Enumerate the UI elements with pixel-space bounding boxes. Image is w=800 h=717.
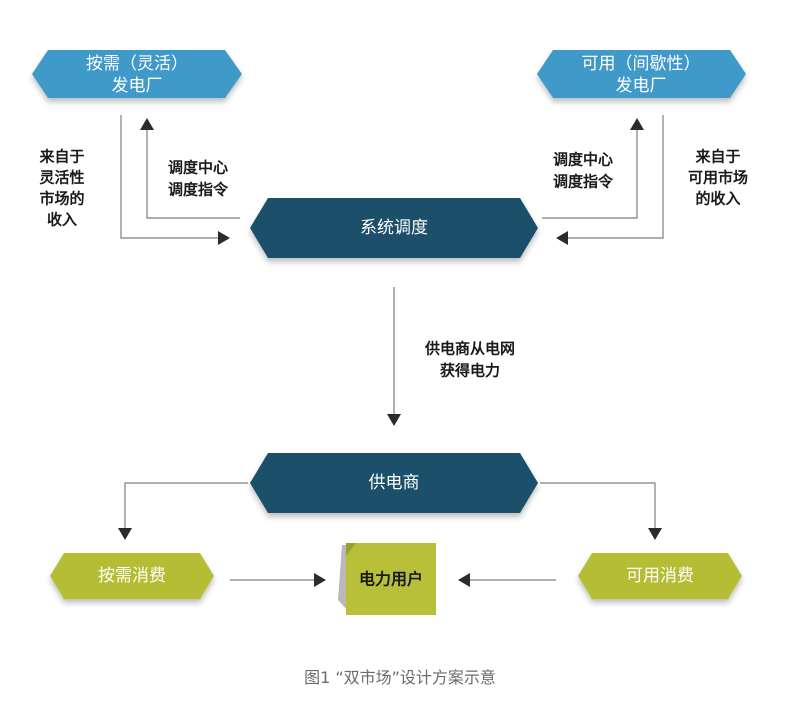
flex-income-line: 收入 [47, 211, 77, 229]
dispatch-command-left-line: 调度中心 [168, 159, 228, 177]
dispatch-command-right-line: 调度中心 [553, 151, 613, 169]
available-consumption-label: 可用消费 [626, 566, 694, 586]
flexible-plant-line2: 发电厂 [112, 76, 163, 96]
flex-dispatch-connector [140, 118, 240, 219]
available-plant-line1: 可用（间歇性） [582, 54, 701, 74]
flex-income-label: 来自于 灵活性 市场的 收入 [38, 148, 84, 229]
electricity-user-node: 电力用户 [338, 543, 436, 615]
system-dispatch-node: 系统调度 [250, 198, 538, 258]
dispatch-to-supplier-connector [387, 287, 401, 426]
dispatch-command-right-line: 调度指令 [553, 173, 614, 191]
flex-income-connector [120, 115, 230, 245]
supplier-node: 供电商 [250, 453, 538, 513]
flexible-plant-line1: 按需（灵活） [86, 54, 188, 74]
ondemand-to-user-connector [230, 573, 326, 587]
flexible-plant-node: 按需（灵活） 发电厂 [32, 50, 242, 98]
flex-income-line: 市场的 [39, 190, 84, 208]
avail-income-line: 来自于 [694, 148, 740, 166]
flex-income-line: 灵活性 [39, 169, 84, 187]
avail-income-label: 来自于 可用市场 的收入 [688, 148, 748, 208]
available-consumption-node: 可用消费 [578, 553, 742, 599]
electricity-user-label: 电力用户 [359, 570, 423, 589]
dispatch-command-left-label: 调度中心 调度指令 [168, 159, 229, 199]
supplier-to-available-connector [540, 482, 662, 540]
supplier-grid-line: 获得电力 [440, 362, 500, 380]
avail-income-line: 的收入 [695, 190, 740, 208]
dispatch-command-right-label: 调度中心 调度指令 [553, 151, 614, 191]
available-plant-node: 可用（间歇性） 发电厂 [537, 50, 746, 98]
available-to-user-connector [458, 573, 556, 587]
supplier-grid-line: 供电商从电网 [424, 340, 515, 358]
system-dispatch-label: 系统调度 [360, 218, 428, 238]
supplier-grid-label: 供电商从电网 获得电力 [424, 340, 515, 380]
figure-caption: 图1 “双市场”设计方案示意 [304, 668, 496, 687]
available-plant-line2: 发电厂 [616, 76, 667, 96]
supplier-to-ondemand-connector [118, 482, 248, 540]
dispatch-command-left-line: 调度指令 [168, 181, 229, 199]
ondemand-consumption-label: 按需消费 [98, 566, 166, 586]
ondemand-consumption-node: 按需消费 [50, 553, 214, 599]
supplier-label: 供电商 [369, 473, 420, 493]
avail-income-connector [556, 115, 664, 245]
avail-dispatch-connector [542, 118, 644, 219]
avail-income-line: 可用市场 [688, 169, 748, 187]
flex-income-line: 来自于 [38, 148, 84, 166]
